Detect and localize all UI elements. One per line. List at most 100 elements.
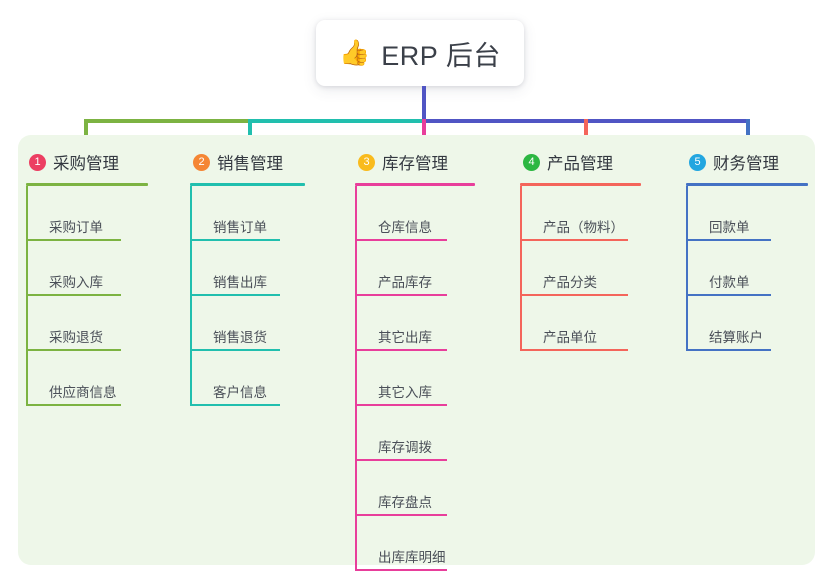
leaf-item-rule (355, 294, 447, 296)
column-5: 5 财务管理回款单付款单结算账户 (686, 145, 816, 351)
leaf-item[interactable]: 采购入库 (26, 241, 176, 296)
leaf-item[interactable]: 客户信息 (190, 351, 340, 406)
leaf-item-label: 销售订单 (213, 220, 267, 235)
leaf-item-rule (355, 459, 447, 461)
leaf-item-rule (190, 404, 280, 406)
leaf-item[interactable]: 采购订单 (26, 186, 176, 241)
leaf-item[interactable]: 其它入库 (355, 351, 505, 406)
column-title-4: 产品管理 (547, 155, 613, 173)
leaf-item-rule (190, 239, 280, 241)
leaf-list-4: 产品（物料） 产品分类产品单位 (520, 186, 670, 351)
leaf-item-rule (355, 514, 447, 516)
column-header-5[interactable]: 5 财务管理 (686, 145, 816, 179)
leaf-item[interactable]: 销售退货 (190, 296, 340, 351)
leaf-item-rule (26, 349, 121, 351)
leaf-item-label: 仓库信息 (378, 220, 432, 235)
column-4: 4 产品管理产品（物料） 产品分类产品单位 (520, 145, 670, 351)
leaf-item-label: 其它入库 (378, 385, 432, 400)
leaf-list-2: 销售订单销售出库销售退货客户信息 (190, 186, 340, 406)
column-badge-2: 2 (193, 153, 210, 171)
column-1: 1 采购管理采购订单采购入库采购退货供应商信息 (26, 145, 176, 406)
page-title: ERP 后台 (381, 40, 501, 71)
connector-trunk (422, 86, 426, 123)
column-badge-3: 3 (358, 153, 375, 171)
leaf-item[interactable]: 产品分类 (520, 241, 670, 296)
leaf-item-rule (355, 349, 447, 351)
column-title-5: 财务管理 (713, 155, 779, 173)
leaf-item-rule (355, 404, 447, 406)
leaf-item[interactable]: 结算账户 (686, 296, 816, 351)
leaf-spine-1 (26, 186, 28, 406)
leaf-spine-4 (520, 186, 522, 351)
leaf-list-1: 采购订单采购入库采购退货供应商信息 (26, 186, 176, 406)
leaf-item-label: 产品（物料） (543, 220, 624, 235)
leaf-item[interactable]: 其它出库 (355, 296, 505, 351)
leaf-item-rule (686, 294, 771, 296)
leaf-item-label: 库存调拨 (378, 440, 432, 455)
leaf-item-label: 其它出库 (378, 330, 432, 345)
leaf-item[interactable]: 出库库明细 (355, 516, 505, 571)
leaf-spine-3 (355, 186, 357, 571)
leaf-item[interactable]: 库存盘点 (355, 461, 505, 516)
leaf-item[interactable]: 产品单位 (520, 296, 670, 351)
org-chart-panel: 1 采购管理采购订单采购入库采购退货供应商信息 2 销售管理销售订单销售出库销售退货客… (18, 135, 816, 571)
leaf-item-label: 采购入库 (49, 275, 103, 290)
leaf-item-rule (190, 349, 280, 351)
leaf-item-label: 库存盘点 (378, 495, 432, 510)
leaf-item-rule (26, 294, 121, 296)
leaf-item-rule (355, 569, 447, 571)
root-title-card[interactable]: 👍 ERP 后台 (316, 20, 524, 86)
leaf-item[interactable]: 销售订单 (190, 186, 340, 241)
leaf-item-label: 产品单位 (543, 330, 597, 345)
leaf-item[interactable]: 供应商信息 (26, 351, 176, 406)
leaf-item-label: 销售退货 (213, 330, 267, 345)
leaf-item[interactable]: 销售出库 (190, 241, 340, 296)
leaf-item-label: 结算账户 (709, 330, 763, 345)
column-rule-2 (190, 183, 305, 186)
leaf-item-rule (520, 294, 628, 296)
leaf-item-rule (355, 239, 447, 241)
leaf-item-label: 采购订单 (49, 220, 103, 235)
leaf-item-rule (686, 349, 771, 351)
leaf-item-rule (26, 239, 121, 241)
leaf-item-rule (686, 239, 771, 241)
column-header-4[interactable]: 4 产品管理 (520, 145, 670, 179)
leaf-item-label: 产品库存 (378, 275, 432, 290)
leaf-list-3: 仓库信息产品库存其它出库其它入库库存调拨库存盘点出库库明细 (355, 186, 505, 571)
leaf-item-label: 客户信息 (213, 385, 267, 400)
column-rule-5 (686, 183, 808, 186)
leaf-item-label: 回款单 (709, 220, 750, 235)
leaf-item[interactable]: 采购退货 (26, 296, 176, 351)
connector-bus-1 (84, 119, 250, 123)
leaf-item[interactable]: 库存调拨 (355, 406, 505, 461)
leaf-item-rule (520, 349, 628, 351)
leaf-spine-2 (190, 186, 192, 406)
thumbs-up-icon: 👍 (339, 38, 371, 67)
leaf-item-rule (190, 294, 280, 296)
leaf-item-rule (26, 404, 121, 406)
column-badge-5: 5 (689, 153, 706, 171)
root-title-inner: 👍 ERP 后台 (339, 34, 501, 73)
leaf-item-label: 出库库明细 (378, 550, 446, 565)
leaf-item-rule (520, 239, 628, 241)
column-rule-3 (355, 183, 475, 186)
column-badge-1: 1 (29, 153, 46, 171)
leaf-list-5: 回款单付款单结算账户 (686, 186, 816, 351)
column-title-1: 采购管理 (53, 155, 119, 173)
column-title-2: 销售管理 (217, 155, 283, 173)
leaf-item-label: 销售出库 (213, 275, 267, 290)
leaf-item[interactable]: 产品（物料） (520, 186, 670, 241)
leaf-item-label: 供应商信息 (49, 385, 117, 400)
leaf-item-label: 采购退货 (49, 330, 103, 345)
column-header-2[interactable]: 2 销售管理 (190, 145, 340, 179)
column-badge-4: 4 (523, 153, 540, 171)
column-header-1[interactable]: 1 采购管理 (26, 145, 176, 179)
leaf-item[interactable]: 回款单 (686, 186, 816, 241)
leaf-item[interactable]: 付款单 (686, 241, 816, 296)
leaf-item[interactable]: 产品库存 (355, 241, 505, 296)
leaf-spine-5 (686, 186, 688, 351)
column-rule-1 (26, 183, 148, 186)
leaf-item[interactable]: 仓库信息 (355, 186, 505, 241)
